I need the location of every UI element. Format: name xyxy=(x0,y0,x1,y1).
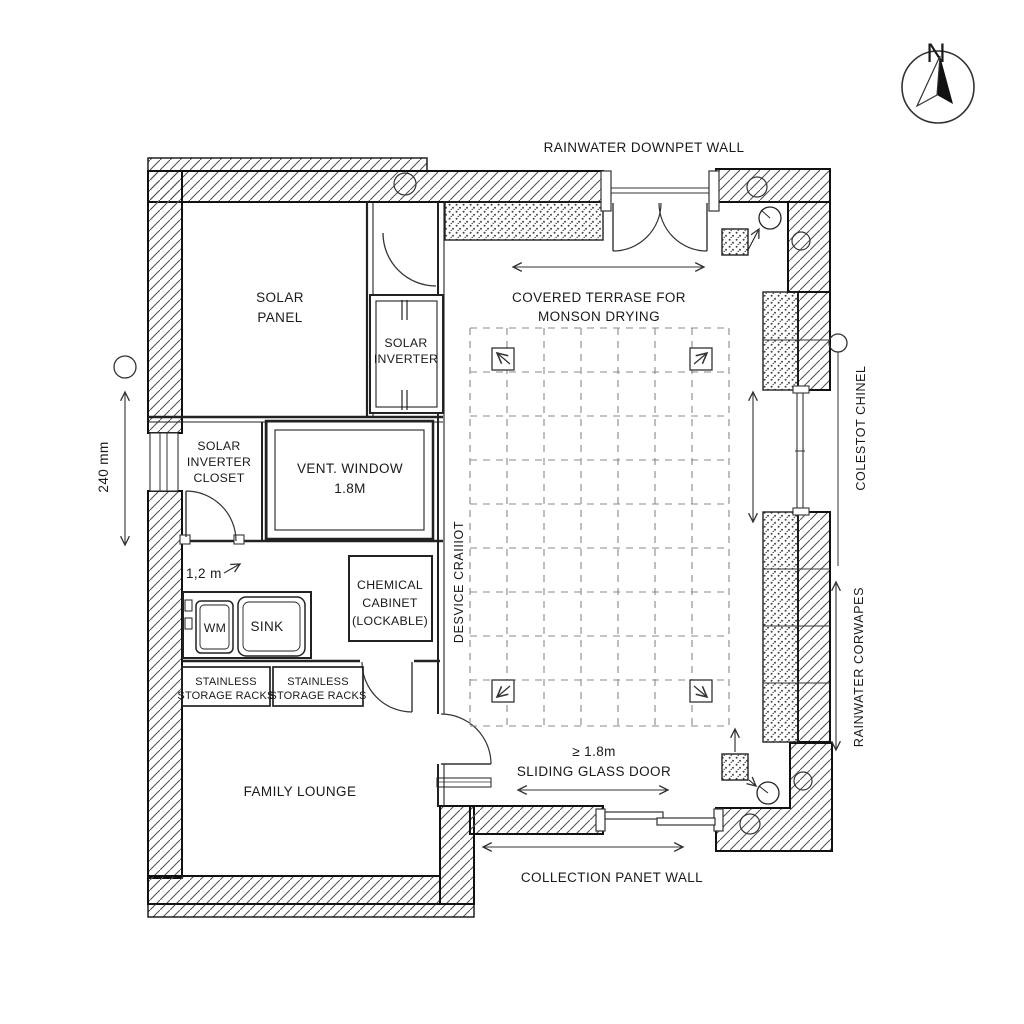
compass-needle-light xyxy=(915,55,941,108)
door-lounge-terrace xyxy=(440,713,492,765)
insulation-top-band xyxy=(444,201,604,241)
label-rainwater-top: RAINWATER DOWNPET WALL xyxy=(544,140,745,155)
sink-box-inner xyxy=(242,601,301,652)
label-rack-left-1: STAINLESS xyxy=(195,676,257,688)
tap-symbol-2 xyxy=(184,617,193,630)
wall-bottom-step xyxy=(439,805,475,905)
north-compass: N xyxy=(901,38,975,124)
vent-window-room xyxy=(264,419,435,541)
drain-grate-bottom xyxy=(721,753,749,781)
tap-symbol-1 xyxy=(184,599,193,612)
wall-left-upper xyxy=(147,170,183,434)
label-collection-wall: COLLECTION PANET WALL xyxy=(521,870,703,885)
label-closet-2: INVERTER xyxy=(187,455,251,469)
column-circle-se-2 xyxy=(739,813,761,835)
label-chemical-3: (LOCKABLE) xyxy=(352,614,428,628)
label-vent-window-2: 1.8M xyxy=(334,481,366,496)
door-corridor xyxy=(361,661,413,713)
washing-machine-box-inner xyxy=(199,604,230,650)
terrace-slope-markers xyxy=(491,347,713,703)
drain-grate-top xyxy=(721,228,749,256)
label-collector-channel: COLESTOT CHINEL xyxy=(854,365,868,490)
storage-rack-right-box xyxy=(272,666,364,707)
label-counter-dim: 1,2 m xyxy=(186,566,222,581)
label-rainwater-downpipes: RAINWATER CORWAPES xyxy=(852,587,866,747)
wall-terrace-south xyxy=(469,805,604,835)
insulation-bands xyxy=(444,201,799,743)
leader-circle-right xyxy=(828,333,848,353)
label-rack-right-2: STORAGE RACKS xyxy=(269,690,366,702)
counter xyxy=(182,591,312,659)
wall-top xyxy=(147,170,604,203)
label-solar-panel-2: PANEL xyxy=(257,310,302,325)
label-rack-right-1: STAINLESS xyxy=(287,676,349,688)
window-east-wall xyxy=(792,385,810,516)
marker-circle-left xyxy=(113,355,137,379)
label-solar-inverter-1: SOLAR xyxy=(384,336,427,350)
storage-rack-left-box xyxy=(181,666,271,707)
chemical-cabinet-box xyxy=(348,555,433,642)
label-240mm: 240 mm xyxy=(96,441,111,492)
compass-circle xyxy=(901,50,975,124)
dim-counter-arrow xyxy=(223,563,242,574)
column-circle-top-wall xyxy=(393,172,417,196)
window-left-wall xyxy=(149,432,179,492)
window-lounge-sill xyxy=(436,777,492,788)
label-solar-inverter-2: INVERTER xyxy=(374,352,438,366)
wall-bottom xyxy=(147,875,441,905)
washing-machine-box xyxy=(195,600,234,654)
label-rack-left-2: STORAGE RACKS xyxy=(177,690,274,702)
column-markers xyxy=(113,172,848,835)
label-chemical-2: CABINET xyxy=(362,596,418,610)
label-closet-3: CLOSET xyxy=(194,471,245,485)
label-sink: SINK xyxy=(250,619,283,634)
double-entry-door xyxy=(600,170,720,252)
insulation-east-pier1 xyxy=(762,291,799,391)
label-wm: WM xyxy=(204,621,226,635)
wall-northeast-corner xyxy=(715,168,831,203)
labels: RAINWATER DOWNPET WALL COVERED TERRASE F… xyxy=(96,140,868,885)
label-service-corridor: DESVICE CRAIIIOT xyxy=(452,521,466,643)
label-sliding-size: ≥ 1.8m xyxy=(572,744,616,759)
windows xyxy=(149,385,810,788)
slope-marker-bottom-left xyxy=(491,679,515,703)
wall-east-pier1 xyxy=(797,291,831,391)
door-closet xyxy=(179,490,245,545)
label-vent-window-1: VENT. WINDOW xyxy=(297,461,403,476)
column-circle-se-1 xyxy=(793,771,813,791)
slope-marker-bottom-right xyxy=(689,679,713,703)
door-hall-arc xyxy=(382,232,437,287)
vent-window-room-inner xyxy=(274,429,425,531)
wall-bottom-outer-band xyxy=(147,903,475,918)
insulation-east-pier2 xyxy=(762,511,799,743)
slope-marker-top-left xyxy=(491,347,515,371)
doors xyxy=(179,170,724,832)
label-chemical-1: CHEMICAL xyxy=(357,578,423,592)
label-solar-panel-1: SOLAR xyxy=(256,290,304,305)
label-terrace-line1: COVERED TERRASE FOR xyxy=(512,290,686,305)
wall-left-lower xyxy=(147,490,183,879)
fixtures xyxy=(181,294,444,707)
column-circle-ne-2 xyxy=(791,231,811,251)
terrace-tile-grid xyxy=(469,327,730,727)
sliding-glass-door xyxy=(595,808,724,832)
wall-top-outer-band xyxy=(147,157,428,172)
label-closet-1: SOLAR xyxy=(197,439,240,453)
label-terrace-line2: MONSON DRYING xyxy=(538,309,660,324)
drain-symbols xyxy=(721,206,782,805)
compass-needle-dark xyxy=(937,56,953,104)
pier-dividers xyxy=(763,339,830,684)
column-circle-ne-1 xyxy=(746,176,768,198)
slope-marker-top-right xyxy=(689,347,713,371)
dimension-arrows xyxy=(120,262,841,852)
wall-east-pier2 xyxy=(797,511,831,743)
sink-box xyxy=(237,596,306,657)
label-sliding-door: SLIDING GLASS DOOR xyxy=(517,764,671,779)
label-family-lounge: FAMILY LOUNGE xyxy=(244,784,357,799)
